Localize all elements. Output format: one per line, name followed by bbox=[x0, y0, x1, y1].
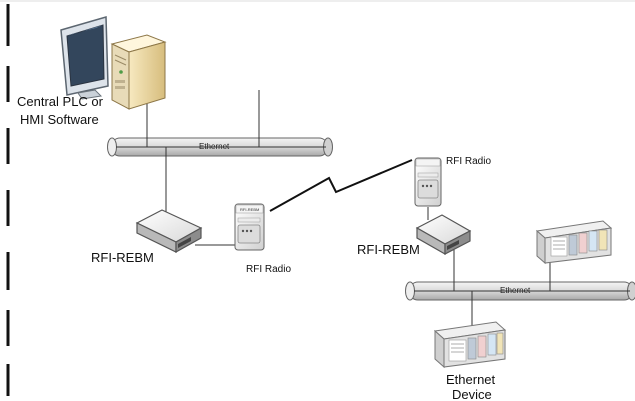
device-label-line2: Device bbox=[452, 387, 492, 401]
plc-rack-icon-top bbox=[535, 220, 613, 265]
rfi-radio-label-left: RFI Radio bbox=[246, 264, 291, 275]
device-label-line1: Ethernet bbox=[446, 372, 496, 387]
central-label-line2: HMI Software bbox=[20, 112, 99, 127]
wireless-link-icon bbox=[269, 159, 413, 212]
rfi-radio-label-right: RFI Radio bbox=[446, 156, 491, 167]
plc-rack-icon-bottom bbox=[433, 321, 507, 369]
rfi-rebm-icon-right bbox=[415, 214, 472, 256]
computer-icon bbox=[60, 16, 167, 110]
ethernet-bus-left bbox=[107, 137, 333, 157]
ethernet-bus-right bbox=[405, 281, 635, 301]
rfi-radio-icon-left: RFI-REBM bbox=[234, 203, 265, 251]
ethernet-label-left: Ethernet bbox=[199, 142, 230, 151]
central-label-line1: Central PLC or bbox=[17, 94, 104, 109]
connection-lines bbox=[146, 90, 551, 326]
ethernet-label-right: Ethernet bbox=[500, 286, 531, 295]
rfi-radio-icon-right bbox=[414, 157, 442, 207]
rfi-rebm-label-right: RFI-REBM bbox=[357, 242, 420, 257]
svg-text:RFI-REBM: RFI-REBM bbox=[240, 207, 259, 212]
rfi-rebm-icon-left bbox=[135, 209, 203, 254]
rfi-rebm-label-left: RFI-REBM bbox=[91, 250, 154, 265]
